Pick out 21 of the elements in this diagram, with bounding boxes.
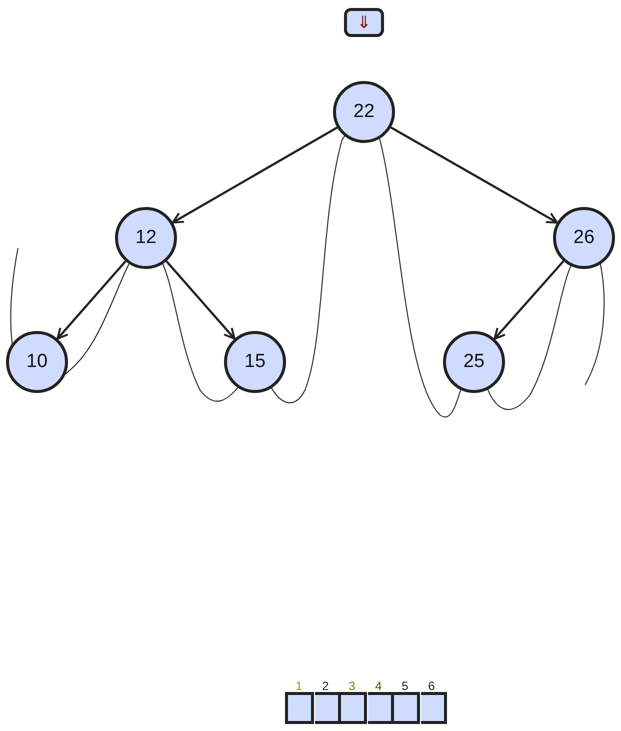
arrow [494, 260, 564, 340]
node-value: 15 [244, 351, 266, 373]
tree-node-circle [224, 331, 286, 393]
arrow [172, 126, 338, 224]
node-value: 25 [463, 351, 485, 373]
array-index: 1 [294, 679, 304, 693]
array-index: 5 [400, 679, 410, 693]
arrow [56, 260, 126, 340]
node-value: 12 [135, 227, 157, 249]
array-index: 2 [321, 679, 330, 693]
arrow [166, 260, 236, 340]
array-index: 3 [348, 679, 356, 693]
node-value: 22 [353, 101, 375, 123]
tree-node-circle [333, 81, 395, 143]
step-button: ⇓ [344, 8, 384, 37]
array-index: 6 [427, 679, 436, 693]
tree-node-circle [443, 331, 505, 393]
array-index: 4 [374, 679, 383, 693]
node-value: 10 [26, 351, 48, 373]
arrow [390, 126, 558, 224]
node-value: 26 [573, 227, 595, 249]
